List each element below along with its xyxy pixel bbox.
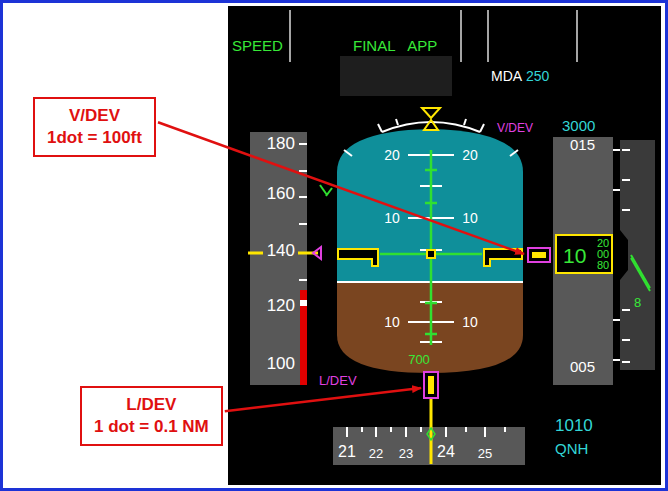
scale-number: 21 bbox=[338, 444, 356, 460]
scale-number: 015 bbox=[570, 137, 595, 152]
track-diamond bbox=[427, 428, 435, 440]
fma-separators bbox=[290, 10, 577, 62]
minimum-label: MDA bbox=[491, 69, 522, 83]
leader-arrow bbox=[158, 122, 524, 254]
altitude-ticks bbox=[613, 150, 620, 360]
scale-number: 10 bbox=[563, 245, 586, 266]
altitude-window: 10 200080 bbox=[555, 234, 613, 274]
callout-box: L/DEV1 dot = 0.1 NM bbox=[80, 386, 223, 446]
scale-number: 80 bbox=[597, 260, 609, 271]
radio-altitude: 700 bbox=[408, 353, 430, 366]
pitch-number: 10 bbox=[384, 315, 400, 329]
scale-number: 00 bbox=[597, 249, 609, 260]
vertical-speed: 8 bbox=[634, 296, 641, 309]
scale-number: 120 bbox=[267, 297, 295, 314]
vs-needle bbox=[631, 255, 650, 291]
callout-heading: L/DEV bbox=[94, 394, 209, 416]
scale-number: 22 bbox=[369, 447, 383, 460]
callout-box: V/DEV1dot = 100ft bbox=[33, 97, 156, 157]
sideslip-mark bbox=[326, 188, 332, 196]
minimum-value: 250 bbox=[526, 69, 549, 83]
scale-number: 100 bbox=[267, 355, 295, 372]
target-altitude: 3000 bbox=[562, 118, 595, 133]
scale-number: 23 bbox=[399, 447, 413, 460]
pitch-number: 20 bbox=[462, 148, 478, 162]
barber-pole bbox=[300, 290, 307, 385]
fma-mode: SPEED bbox=[232, 38, 283, 53]
callout-body: 1 dot = 0.1 NM bbox=[94, 416, 209, 438]
scale-number: 005 bbox=[570, 359, 595, 374]
pitch-number: 10 bbox=[462, 315, 478, 329]
callout-heading: V/DEV bbox=[47, 105, 142, 127]
attitude-sphere bbox=[330, 120, 530, 382]
callout-body: 1dot = 100ft bbox=[47, 127, 142, 149]
scale-number: 20 bbox=[597, 238, 609, 249]
aircraft-symbol bbox=[338, 249, 522, 266]
roll-index bbox=[422, 108, 440, 118]
scale-number: 25 bbox=[478, 447, 492, 460]
target-speed-triangle bbox=[313, 247, 321, 259]
pitch-number: 10 bbox=[384, 211, 400, 225]
roll-pointer bbox=[424, 120, 438, 130]
ldev-label: L/DEV bbox=[319, 374, 357, 387]
ldev-indicator bbox=[424, 372, 438, 398]
vs-scale bbox=[620, 140, 655, 370]
vdev-indicator-fill bbox=[532, 252, 546, 258]
scale-number: 140 bbox=[267, 242, 295, 259]
leader-arrow bbox=[225, 388, 421, 411]
scale-number: 180 bbox=[267, 135, 295, 152]
scale-number: 24 bbox=[437, 444, 455, 460]
vs-ticks bbox=[622, 150, 630, 362]
pfd-screen bbox=[228, 6, 661, 485]
pitch-number: 20 bbox=[384, 148, 400, 162]
vdev-indicator bbox=[528, 248, 550, 262]
altitude-tape: 015 005 10 200080 bbox=[553, 137, 613, 385]
speed-tape: 180 160 140 120 100 bbox=[250, 132, 307, 385]
fma-mode: FINAL APP bbox=[353, 38, 437, 53]
heading-tape bbox=[333, 427, 525, 465]
baro-setting: 1010 bbox=[555, 417, 593, 434]
scale-number: 160 bbox=[267, 185, 295, 202]
heading-tape: 21 22 23 24 25 bbox=[333, 427, 525, 465]
baro-mode: QNH bbox=[555, 441, 588, 456]
barber-pole-stripe bbox=[300, 300, 307, 306]
speed-tape bbox=[250, 132, 307, 385]
speed-ticks bbox=[299, 144, 307, 280]
vdev-label: V/DEV bbox=[497, 122, 533, 134]
ldev-indicator-fill bbox=[428, 376, 434, 394]
flight-director bbox=[380, 150, 482, 345]
altitude-tape bbox=[553, 137, 613, 385]
pitch-number: 10 bbox=[462, 211, 478, 225]
heading-lubber-line bbox=[430, 399, 433, 464]
heading-ticks bbox=[347, 427, 505, 437]
trend-mark bbox=[320, 185, 327, 195]
fma-box bbox=[340, 56, 452, 96]
